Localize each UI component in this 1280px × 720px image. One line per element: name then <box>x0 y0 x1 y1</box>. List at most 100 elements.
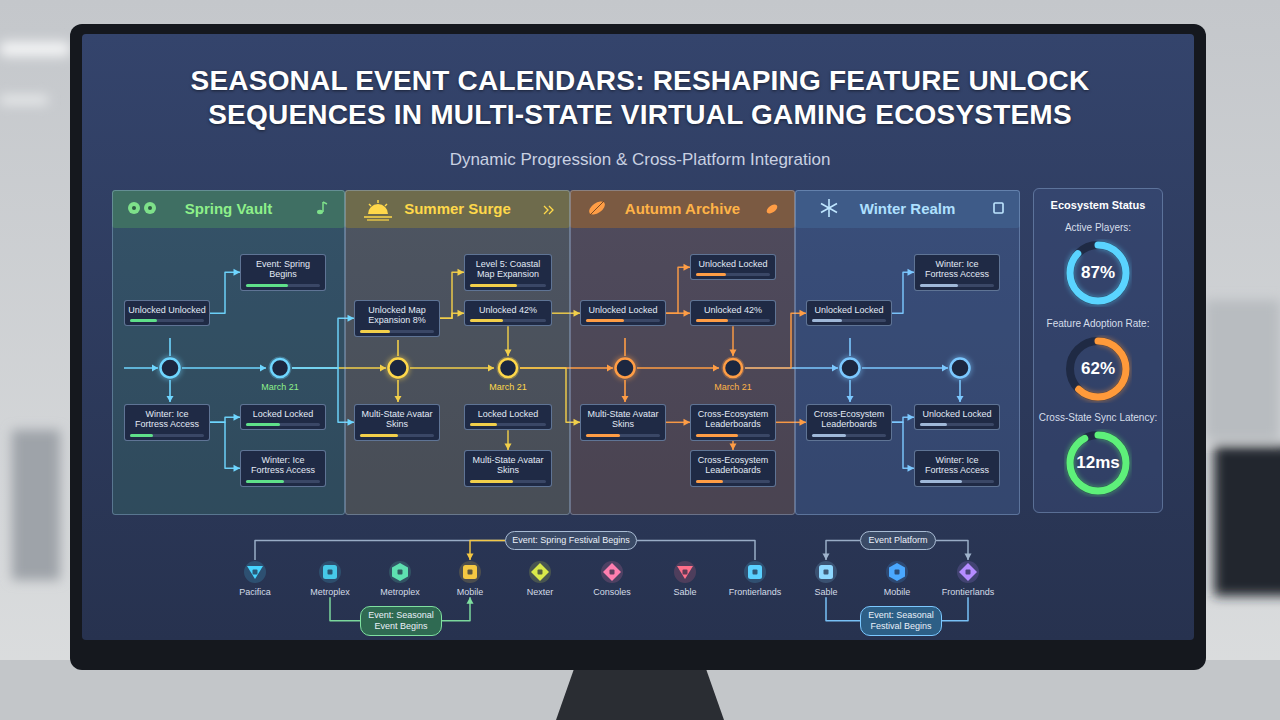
progress-bar <box>920 423 947 426</box>
arrow-head <box>395 396 402 402</box>
leaf-vein <box>590 201 604 215</box>
progress-bar <box>246 423 280 426</box>
pill-text: Event Platform <box>867 535 929 546</box>
feature-box: Unlocked Locked <box>806 300 892 326</box>
platform-glyph <box>673 560 697 584</box>
timeline-chain <box>124 338 960 402</box>
arrow-head <box>622 396 629 402</box>
timeline-line <box>410 367 494 369</box>
platform-label: Consoles <box>579 587 645 597</box>
progress-bar <box>586 434 620 437</box>
progress-bar <box>470 284 517 287</box>
glyph-detail <box>753 570 758 575</box>
progress-bar <box>360 330 390 333</box>
connector-line <box>255 540 505 560</box>
panel-grounds <box>112 188 1163 515</box>
platform-glyph <box>743 560 767 584</box>
connector-line <box>210 422 240 468</box>
box-text: Unlocked Map Expansion 8% <box>358 305 436 326</box>
box-text: Cross-Ecosystem Leaderboards <box>694 409 772 430</box>
flower <box>128 202 140 214</box>
progress-bar <box>470 480 513 483</box>
branch-line <box>624 338 626 356</box>
glyph-detail <box>398 570 403 575</box>
milestone-node: March 21 <box>496 356 520 380</box>
flower-center <box>132 206 136 210</box>
leaf <box>587 199 607 218</box>
platform-label: Nexter <box>507 587 573 597</box>
platform-icon: Nexter <box>507 560 573 597</box>
arrow-head <box>467 597 474 604</box>
pill-text: Event: Seasonal Event Begins <box>367 610 435 632</box>
event-pill: Event: Spring Festival Begins <box>505 531 637 550</box>
milestone-date: March 21 <box>693 383 773 393</box>
panel-title: Winter Realm <box>796 201 1019 218</box>
gauge-value: 62% <box>1064 335 1132 403</box>
glyph-glow <box>815 561 837 583</box>
platform-label: Metroplex <box>297 587 363 597</box>
connector-line <box>442 597 470 621</box>
gauge-ring: 12ms <box>1064 429 1132 497</box>
arrow-head <box>965 554 972 561</box>
connector-line <box>440 272 464 318</box>
box-text: Level 5: Coastal Map Expansion <box>468 259 548 280</box>
connector <box>666 310 690 317</box>
progress-bar <box>470 319 503 322</box>
connector-line <box>637 540 755 560</box>
progress-bar <box>360 434 398 437</box>
glyph-detail <box>966 570 971 575</box>
progress-bar <box>696 273 726 276</box>
connector <box>440 269 464 318</box>
event-pill: Event: Seasonal Event Begins <box>360 606 442 636</box>
connector <box>942 597 968 621</box>
platform-icon: Consoles <box>579 560 645 597</box>
platform-icon: Sable <box>652 560 718 597</box>
box-text: Unlocked 42% <box>694 305 772 315</box>
connector-line <box>826 540 860 560</box>
glyph-detail <box>328 570 333 575</box>
platform-icon: Frontierlands <box>722 560 788 597</box>
gauge-ring: 87% <box>1064 239 1132 307</box>
event-pill: Event: Seasonal Festival Begins <box>860 606 942 636</box>
small-glyph <box>544 206 553 214</box>
box-text: Winter: Ice Fortress Access <box>918 259 996 280</box>
glyph-shape <box>247 566 263 579</box>
ceiling-light <box>0 42 70 56</box>
glyph-detail <box>683 570 688 575</box>
platform-glyph <box>814 560 838 584</box>
progress-bar <box>920 284 958 287</box>
snowflake <box>821 204 837 213</box>
glyph-glow <box>886 561 908 583</box>
feature-box: Level 5: Coastal Map Expansion <box>464 254 552 291</box>
feature-box: Unlocked Unlocked <box>124 300 210 326</box>
timeline-line <box>637 367 719 369</box>
connector <box>936 540 972 560</box>
dot-glow <box>158 356 182 380</box>
progress-bar <box>246 284 288 287</box>
event-pill: Event Platform <box>860 531 936 550</box>
feature-box: Locked Locked <box>240 404 326 430</box>
milestone-node: March 21 <box>721 356 745 380</box>
platform-label: Sable <box>793 587 859 597</box>
feature-box: Multi-State Avatar Skins <box>580 404 666 441</box>
feature-box: Winter: Ice Fortress Access <box>240 450 326 487</box>
glyph-detail <box>468 570 473 575</box>
wave <box>367 219 389 220</box>
note-icon <box>322 202 324 212</box>
box-text: Unlocked Locked <box>584 305 662 315</box>
box-text: Cross-Ecosystem Leaderboards <box>694 455 772 476</box>
glyph-glow <box>389 561 411 583</box>
connector-line <box>210 272 240 313</box>
arrow-head <box>607 365 613 372</box>
connector <box>552 310 580 317</box>
platform-label: Frontierlands <box>722 587 788 597</box>
platform-glyph <box>885 560 909 584</box>
connector <box>442 597 474 621</box>
panel-ground <box>795 190 1020 515</box>
panel-header <box>570 190 795 228</box>
gauge-label: Cross-State Sync Latency: <box>1035 412 1161 424</box>
branch-line <box>169 338 171 356</box>
connector-line <box>892 422 914 468</box>
dot-glow <box>948 356 972 380</box>
